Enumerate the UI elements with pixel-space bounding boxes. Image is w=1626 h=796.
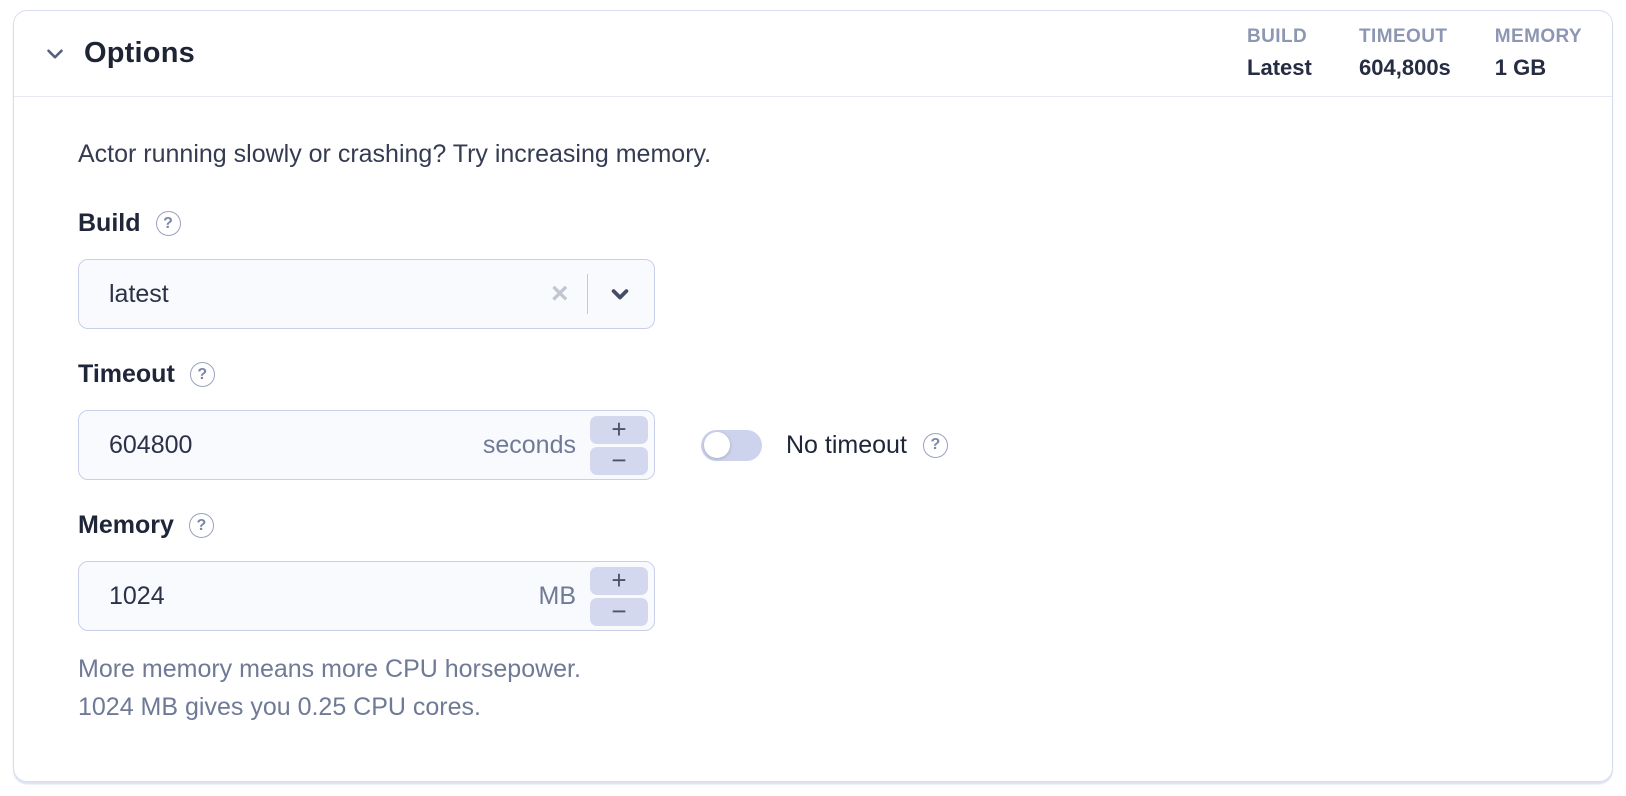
build-dropdown-button[interactable] — [602, 260, 654, 328]
build-field: Build ? × — [78, 209, 1548, 329]
memory-decrement-button[interactable]: − — [590, 597, 648, 626]
collapse-chevron-button[interactable] — [38, 37, 72, 71]
summary-memory: MEMORY 1 GB — [1495, 26, 1582, 81]
build-label-row: Build ? — [78, 209, 1548, 238]
build-help-icon[interactable]: ? — [155, 211, 181, 236]
toggle-knob — [704, 432, 730, 458]
no-timeout-group: No timeout ? — [701, 429, 948, 461]
timeout-stepper: + − — [590, 415, 648, 475]
summary-timeout-value: 604,800s — [1359, 55, 1451, 80]
build-combobox: × — [78, 259, 655, 329]
timeout-increment-button[interactable]: + — [590, 415, 648, 444]
timeout-input[interactable] — [79, 411, 483, 479]
chevron-down-icon — [606, 280, 634, 308]
build-label: Build — [78, 209, 141, 237]
timeout-help-icon[interactable]: ? — [189, 362, 215, 387]
memory-label-row: Memory ? — [78, 511, 1548, 540]
no-timeout-label: No timeout — [786, 430, 907, 459]
summary-timeout-label: TIMEOUT — [1359, 26, 1448, 47]
timeout-number-control: seconds + − — [78, 410, 655, 480]
memory-stepper: + − — [590, 566, 648, 626]
options-summary: BUILD Latest TIMEOUT 604,800s MEMORY 1 G… — [1247, 26, 1582, 81]
summary-build-label: BUILD — [1247, 26, 1308, 47]
memory-field: Memory ? MB + − More memory means more C… — [78, 511, 1548, 726]
options-body: Actor running slowly or crashing? Try in… — [14, 97, 1612, 726]
memory-label: Memory — [78, 511, 174, 539]
memory-number-control: MB + − — [78, 561, 655, 631]
options-panel: Options BUILD Latest TIMEOUT 604,800s ME… — [13, 10, 1613, 782]
memory-helper-line2: 1024 MB gives you 0.25 CPU cores. — [78, 693, 481, 721]
memory-hint-text: Actor running slowly or crashing? Try in… — [78, 140, 712, 168]
memory-helper-line1: More memory means more CPU horsepower. — [78, 655, 581, 683]
timeout-label: Timeout — [78, 360, 175, 388]
timeout-unit-suffix: seconds — [482, 430, 576, 459]
summary-timeout: TIMEOUT 604,800s — [1359, 26, 1451, 81]
no-timeout-help-icon[interactable]: ? — [922, 432, 948, 458]
summary-memory-value: 1 GB — [1494, 55, 1547, 80]
timeout-decrement-button[interactable]: − — [590, 446, 648, 475]
memory-help-icon[interactable]: ? — [188, 513, 214, 538]
combobox-divider — [586, 274, 588, 314]
memory-increment-button[interactable]: + — [590, 566, 648, 595]
timeout-row: seconds + − No timeout ? — [78, 410, 1548, 480]
panel-title: Options — [84, 37, 195, 69]
memory-input[interactable] — [79, 562, 539, 630]
chevron-down-icon — [42, 41, 68, 67]
clear-icon[interactable]: × — [547, 279, 573, 309]
memory-helper-text: More memory means more CPU horsepower. 1… — [78, 650, 1548, 726]
summary-build: BUILD Latest — [1247, 26, 1315, 81]
timeout-field: Timeout ? seconds + − No timeout — [78, 360, 1548, 480]
build-input[interactable] — [79, 260, 547, 328]
no-timeout-toggle[interactable] — [701, 429, 762, 461]
memory-unit-suffix: MB — [538, 581, 577, 610]
options-header: Options BUILD Latest TIMEOUT 604,800s ME… — [14, 11, 1612, 97]
summary-build-value: Latest — [1247, 55, 1312, 80]
summary-memory-label: MEMORY — [1494, 26, 1582, 47]
timeout-label-row: Timeout ? — [78, 360, 1548, 389]
